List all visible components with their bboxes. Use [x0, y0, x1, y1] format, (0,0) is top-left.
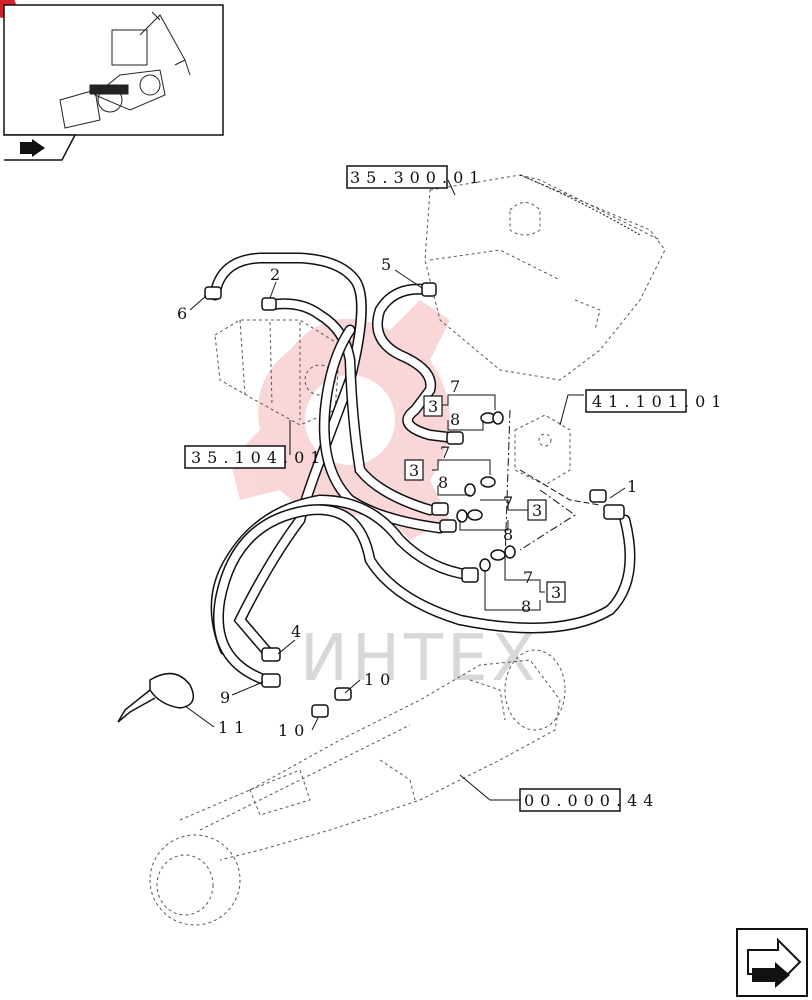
part-number-10a: 10: [364, 670, 396, 689]
part-number-7c: 7: [503, 493, 513, 512]
next-page-button[interactable]: [736, 928, 808, 997]
part-number-6: 6: [177, 304, 187, 323]
front-axle: [149, 649, 566, 926]
part-number-7a: 7: [450, 377, 460, 396]
part-number-8c: 8: [503, 525, 513, 544]
part-number-1: 1: [627, 477, 637, 496]
arrow-page-icon: [20, 139, 45, 157]
part-number-8a: 8: [450, 410, 460, 429]
ref-box-valve[interactable]: 41.101.01: [585, 389, 727, 413]
hose-assembly: [209, 252, 636, 686]
callout-box-3b: 3: [404, 459, 424, 481]
callout-box-3d: 3: [546, 581, 566, 603]
steering-valve: [504, 409, 601, 561]
part-number-5: 5: [381, 255, 391, 274]
svg-text:3: 3: [409, 461, 419, 480]
thumbnail-panel: [3, 4, 224, 161]
svg-text:00.000.44: 00.000.44: [524, 791, 659, 810]
hydraulic-tank: [424, 174, 666, 381]
clamp-strap: [117, 672, 195, 723]
part-number-7d: 7: [523, 568, 533, 587]
ref-box-tank[interactable]: 35.300.01: [346, 165, 485, 189]
callout-box-3c: 3: [527, 499, 547, 521]
leader-lines: [184, 179, 626, 801]
part-number-8d: 8: [521, 597, 531, 616]
ref-box-axle[interactable]: 00.000.44: [519, 788, 659, 812]
ref-box-pump[interactable]: 35.104.01: [184, 445, 326, 469]
backhoe-loader-thumbnail: [59, 11, 191, 129]
part-number-9: 9: [220, 688, 230, 707]
part-number-7b: 7: [440, 443, 450, 462]
part-number-2: 2: [270, 265, 280, 284]
svg-text:35.300.01: 35.300.01: [350, 168, 485, 187]
fittings: [204, 282, 625, 718]
svg-text:41.101.01: 41.101.01: [592, 392, 727, 411]
svg-text:35.104.01: 35.104.01: [191, 448, 326, 467]
watermark-text: ИНТЕХ: [300, 622, 539, 696]
svg-text:3: 3: [551, 583, 561, 602]
svg-text:3: 3: [428, 397, 438, 416]
part-number-11: 11: [218, 718, 250, 737]
part-number-8b: 8: [438, 473, 448, 492]
svg-text:3: 3: [532, 501, 542, 520]
callout-box-3a: 3: [423, 395, 443, 417]
part-number-10b: 10: [278, 721, 310, 740]
part-number-4: 4: [291, 622, 301, 641]
